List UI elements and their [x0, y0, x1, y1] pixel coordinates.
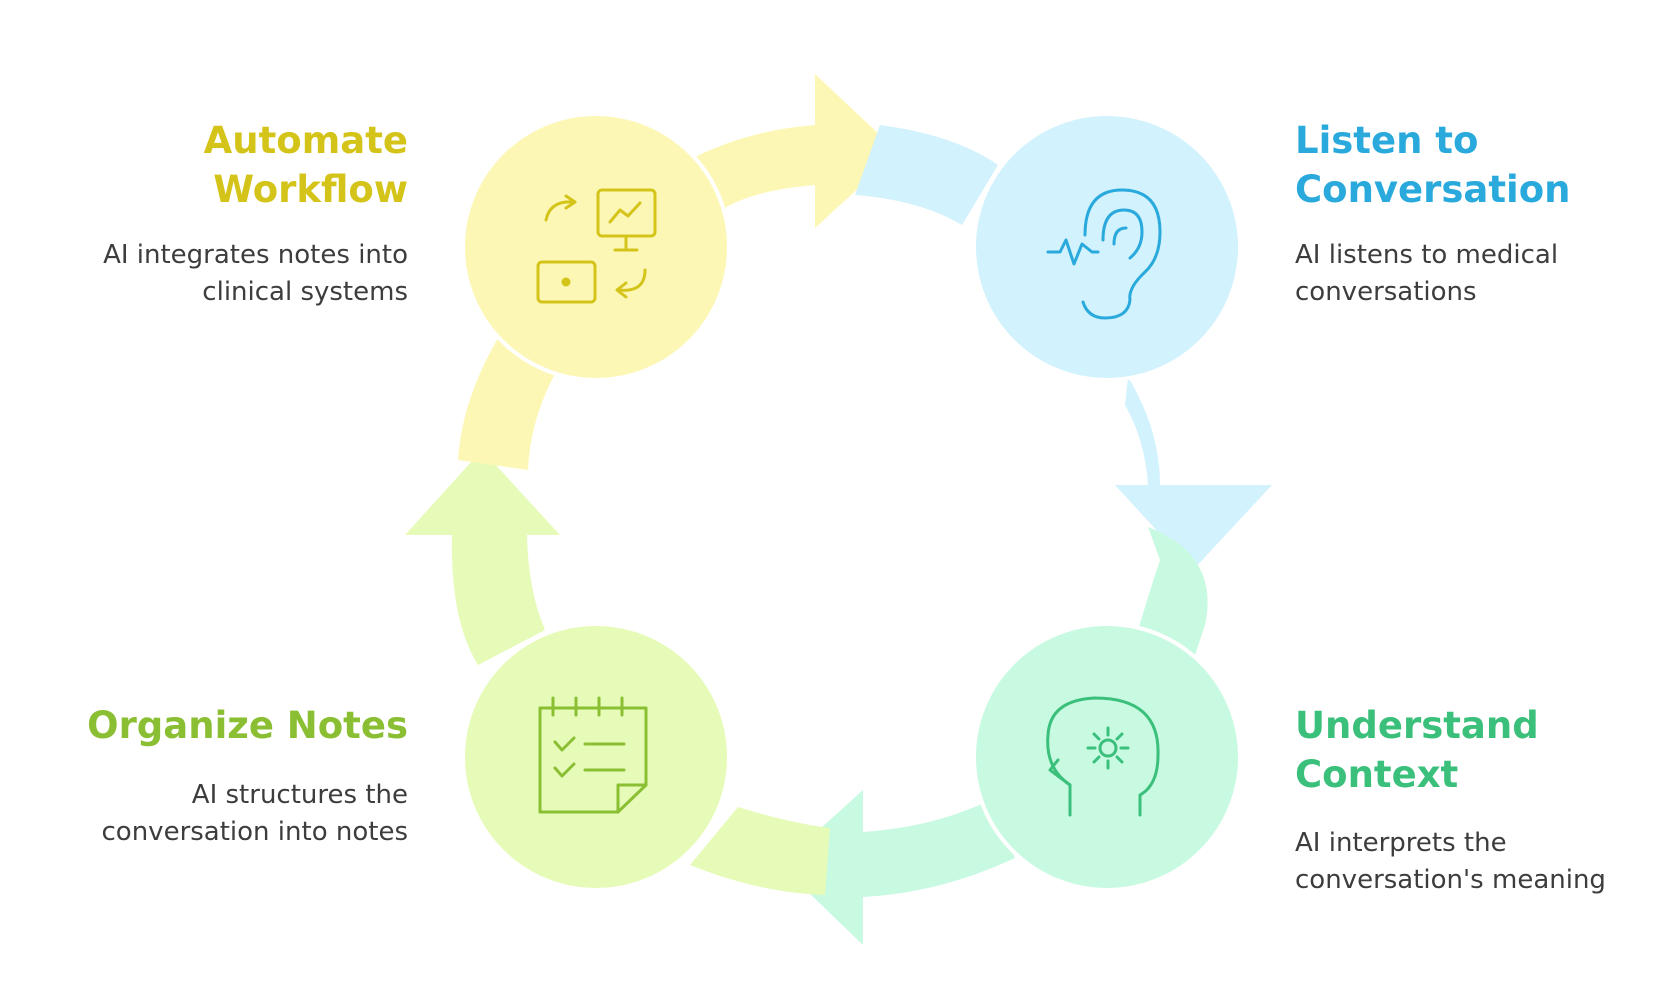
circle-organize [461, 622, 731, 892]
step-title-listen: Listen to Conversation [1295, 116, 1655, 214]
workflow-icon [536, 188, 657, 304]
step-title-line: Conversation [1295, 168, 1571, 211]
step-desc-listen: AI listens to medical conversations [1295, 237, 1655, 311]
arrow-understand-to-organize-2 [780, 790, 1015, 945]
step-desc-organize: AI structures the conversation into note… [40, 777, 409, 851]
arrow-automate-to-listen [695, 74, 898, 228]
step-title-line: Understand [1295, 704, 1539, 747]
step-title-understand: Understand Context [1295, 701, 1655, 799]
arrow-organize-to-automate [690, 807, 830, 895]
step-desc-line: AI integrates notes into [103, 240, 408, 270]
step-desc-understand: AI interprets the conversation's meaning [1295, 825, 1670, 899]
step-desc-line: AI interprets the [1295, 828, 1507, 858]
step-title-line: Organize Notes [87, 704, 408, 747]
arrow-organize-to-automate-3 [458, 338, 556, 470]
arrow-listen-to-understand [855, 125, 998, 225]
step-title-line: Automate [203, 119, 408, 162]
step-desc-line: AI structures the [191, 780, 408, 810]
step-desc-automate: AI integrates notes into clinical system… [40, 237, 408, 311]
arrow-understand-to-organize [1135, 527, 1208, 655]
calendar-checklist-icon [538, 696, 648, 814]
step-title-line: Context [1295, 753, 1459, 796]
head-gear-icon [1046, 696, 1160, 817]
step-title-line: Listen to [1295, 119, 1479, 162]
arrow-organize-to-automate-2 [405, 450, 560, 665]
step-desc-line: conversation's meaning [1295, 865, 1606, 895]
ear-icon [1046, 188, 1162, 320]
circle-listen [972, 112, 1242, 382]
step-desc-line: conversations [1295, 277, 1477, 307]
arrow-listen-to-understand-2 [1115, 377, 1272, 570]
step-desc-line: conversation into notes [101, 817, 409, 847]
step-title-automate: Automate Workflow [100, 116, 408, 214]
step-title-organize: Organize Notes [40, 701, 408, 750]
step-title-line: Workflow [213, 168, 408, 211]
step-desc-line: AI listens to medical [1295, 240, 1559, 270]
circle-automate [461, 112, 731, 382]
step-desc-line: clinical systems [202, 277, 408, 307]
